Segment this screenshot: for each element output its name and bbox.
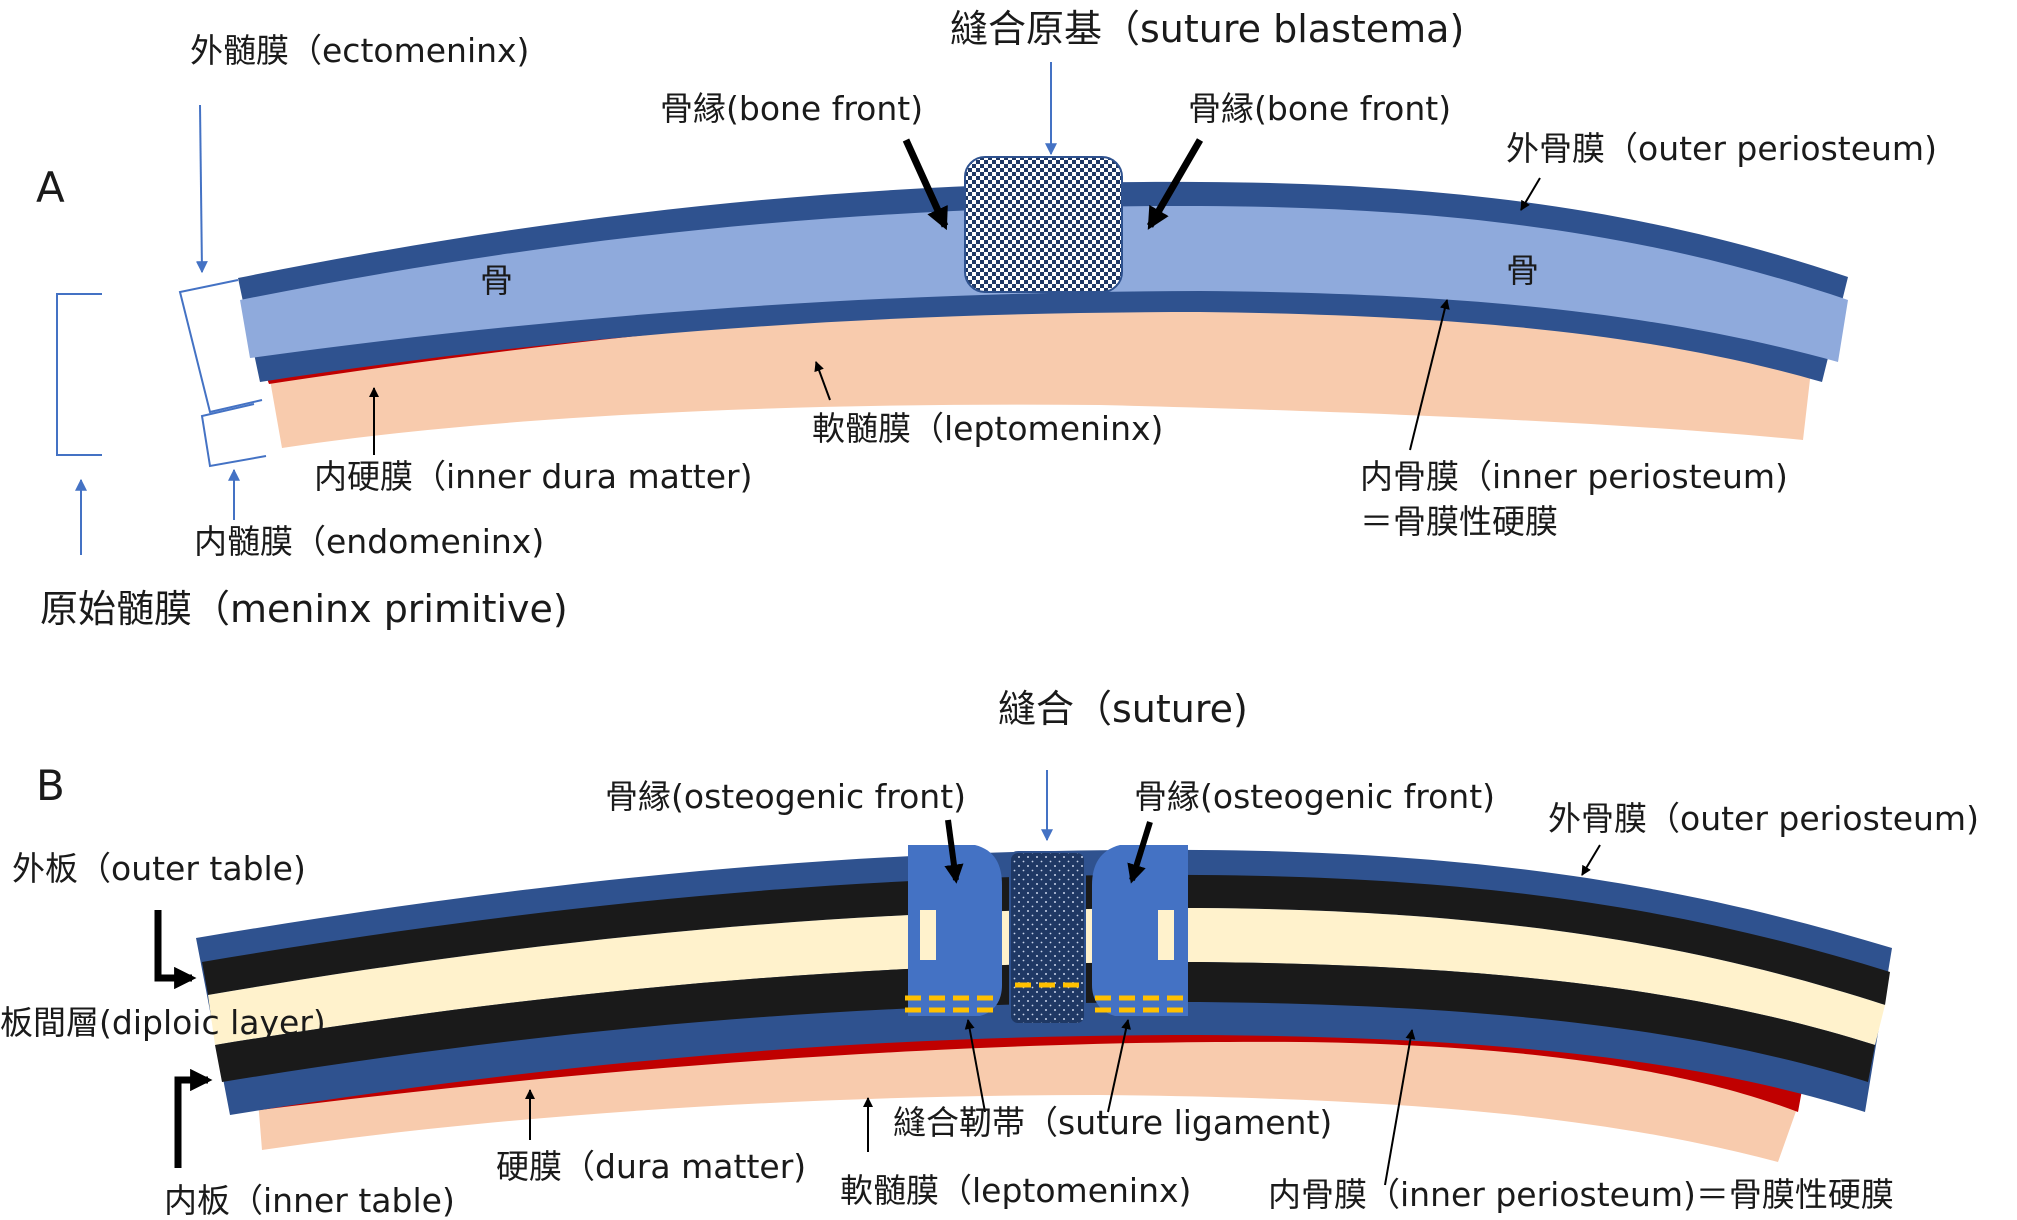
arrow-osteogenic-front-left — [944, 819, 964, 884]
suture-title: 縫合（suture) — [998, 687, 1248, 731]
arrow-inner-table — [174, 1068, 213, 1168]
bone-front-left-label: 骨縁(bone front) — [660, 89, 923, 128]
dura-label-b: 硬膜（dura matter) — [496, 1147, 806, 1186]
suture-ligament-fibers — [905, 982, 1190, 1013]
arrow-outer-periosteum-b — [1581, 844, 1601, 876]
inner-periosteum-label-b: 内骨膜（inner periosteum)＝骨膜性硬膜 — [1268, 1175, 1894, 1214]
ectomeninx-label: 外髄膜（ectomeninx) — [190, 31, 529, 70]
bone-front-right-label: 骨縁(bone front) — [1188, 89, 1451, 128]
arrow-leptomeninx-a — [814, 361, 831, 401]
osteogenic-front-left-label: 骨縁(osteogenic front) — [605, 777, 966, 816]
arrow-inner-periosteum-b — [1384, 1029, 1416, 1186]
bone-right-label: 骨 — [1506, 251, 1539, 290]
outer-periosteum-label-b: 外骨膜（outer periosteum) — [1548, 799, 1979, 838]
blastema-title: 縫合原基（suture blastema) — [950, 7, 1464, 51]
panel-b: B 縫合（suture) 骨縁(osteogenic front) 骨縁(ost… — [0, 687, 1979, 1220]
meninx-primitive-label: 原始髄膜（meninx primitive) — [40, 587, 568, 631]
diploic-layer-label: 板間層(diploic layer) — [0, 1003, 326, 1042]
inner-periosteum-label-a: 内骨膜（inner periosteum) — [1360, 457, 1788, 496]
arrow-suture-ligament-right — [1107, 1019, 1131, 1113]
outer-table-layer — [202, 874, 1890, 1005]
osteogenic-front-right-label: 骨縁(osteogenic front) — [1134, 777, 1495, 816]
inner-dura-label: 内硬膜（inner dura matter) — [314, 457, 753, 496]
leptomeninx-label-a: 軟髄膜（leptomeninx) — [812, 409, 1163, 448]
panel-a: A 縫合原基（suture blastema) 外髄膜（ectomeninx) … — [36, 7, 1937, 631]
osteogenic-notch-left — [920, 910, 936, 960]
suture-core — [1009, 851, 1086, 1025]
inner-table-label: 内板（inner table) — [164, 1181, 455, 1220]
osteogenic-front-left — [908, 845, 1002, 1016]
leptomeninx-layer-a — [270, 286, 1818, 448]
arrow-inner-periosteum-a — [1409, 299, 1450, 451]
leptomeninx-label-b: 軟髄膜（leptomeninx) — [840, 1171, 1191, 1210]
osteogenic-front-right — [1092, 845, 1188, 1016]
inner-periosteum-eq-label-a: ＝骨膜性硬膜 — [1360, 502, 1558, 541]
inner-table-layer — [215, 962, 1875, 1082]
arrow-outer-table — [154, 910, 197, 990]
meninx-primitive-bracket — [56, 293, 102, 456]
endomeninx-label: 内髄膜（endomeninx) — [194, 522, 544, 561]
bone-left-label: 骨 — [480, 261, 513, 300]
endomeninx-bracket — [200, 403, 267, 468]
osteogenic-notch-right — [1158, 910, 1174, 960]
panel-b-letter: B — [36, 761, 65, 810]
diploic-layer — [208, 908, 1885, 1045]
outer-table-label: 外板（outer table) — [12, 849, 306, 888]
arrow-ectomeninx — [195, 104, 208, 274]
arrow-bone-front-left — [902, 138, 949, 231]
ectomeninx-bracket — [178, 279, 263, 414]
arrow-osteogenic-front-right — [1127, 821, 1153, 884]
arrow-bone-front-right — [1146, 138, 1204, 230]
arrow-outer-periosteum-a — [1520, 177, 1541, 211]
suture-ligament-label: 縫合靭帯（suture ligament) — [893, 1103, 1332, 1142]
outer-periosteum-label-a: 外骨膜（outer periosteum) — [1506, 129, 1937, 168]
panel-a-letter: A — [36, 163, 65, 212]
suture-blastema — [964, 156, 1123, 293]
arrow-suture-ligament-left — [964, 1019, 986, 1113]
